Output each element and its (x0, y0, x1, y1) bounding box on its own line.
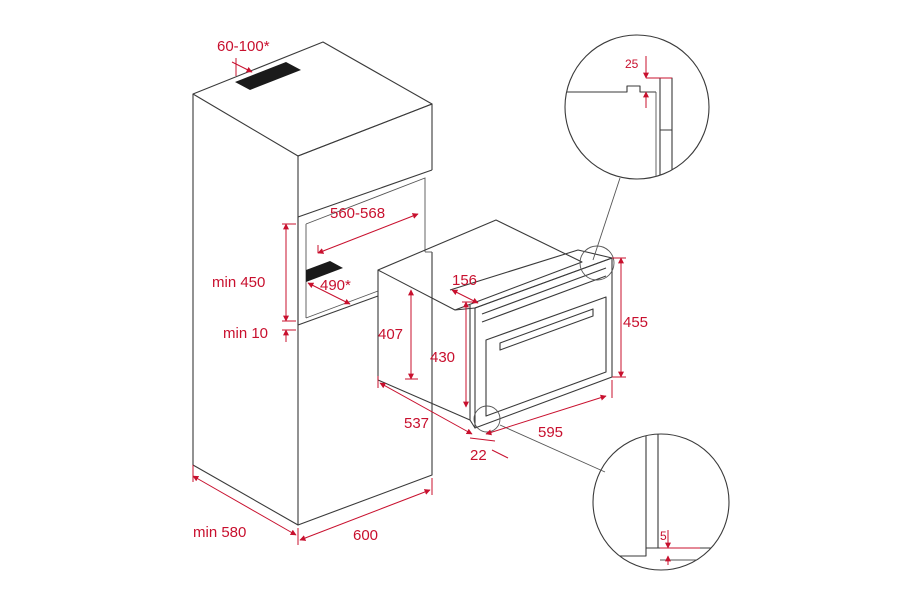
dim-niche-height-label: min 450 (212, 274, 265, 291)
dim-front-offset-label: 22 (470, 447, 487, 464)
dim-oven-top-depth-label: 156 (452, 272, 477, 289)
dim-bottom-gap: min 10 (223, 325, 296, 342)
dim-cabinet-width: 600 (299, 478, 433, 544)
dim-detail-bottom: 5 (660, 529, 667, 543)
dim-oven-body-height: 407 (378, 289, 418, 380)
dim-oven-front-height-label: 455 (623, 314, 648, 331)
dim-bottom-gap-label: min 10 (223, 325, 268, 342)
dim-front-offset: 22 (469, 437, 509, 464)
oven (377, 219, 613, 429)
dim-cabinet-width-label: 600 (353, 527, 378, 544)
dim-niche-height: min 450 (212, 223, 296, 322)
dim-oven-depth: 537 (377, 376, 473, 435)
dim-detail-top: 25 (625, 57, 639, 71)
detail-top: 25 (564, 34, 710, 281)
dim-niche-width: 560-568 (317, 205, 419, 254)
dim-oven-niche-height-label: 430 (430, 349, 455, 366)
dim-oven-top-depth: 156 (451, 272, 479, 304)
dim-cabinet-depth: min 580 (192, 465, 299, 545)
dim-vent-depth: 490* (307, 277, 351, 305)
dim-oven-width: 595 (485, 380, 613, 441)
dim-niche-width-label: 560-568 (330, 205, 385, 222)
dim-vent-depth-label: 490* (320, 277, 351, 294)
dim-oven-niche-height: 430 (430, 301, 474, 408)
top-vent (235, 62, 301, 90)
detail-bottom: 5 (473, 405, 730, 571)
dim-oven-depth-label: 537 (404, 415, 429, 432)
dim-oven-body-height-label: 407 (378, 326, 403, 343)
dim-oven-front-height: 455 (612, 257, 648, 378)
dim-vent-gap: 60-100* (217, 38, 270, 76)
dim-oven-width-label: 595 (538, 424, 563, 441)
niche-vent (306, 261, 343, 282)
dim-vent-gap-label: 60-100* (217, 38, 270, 55)
dim-cabinet-depth-label: min 580 (193, 524, 246, 541)
